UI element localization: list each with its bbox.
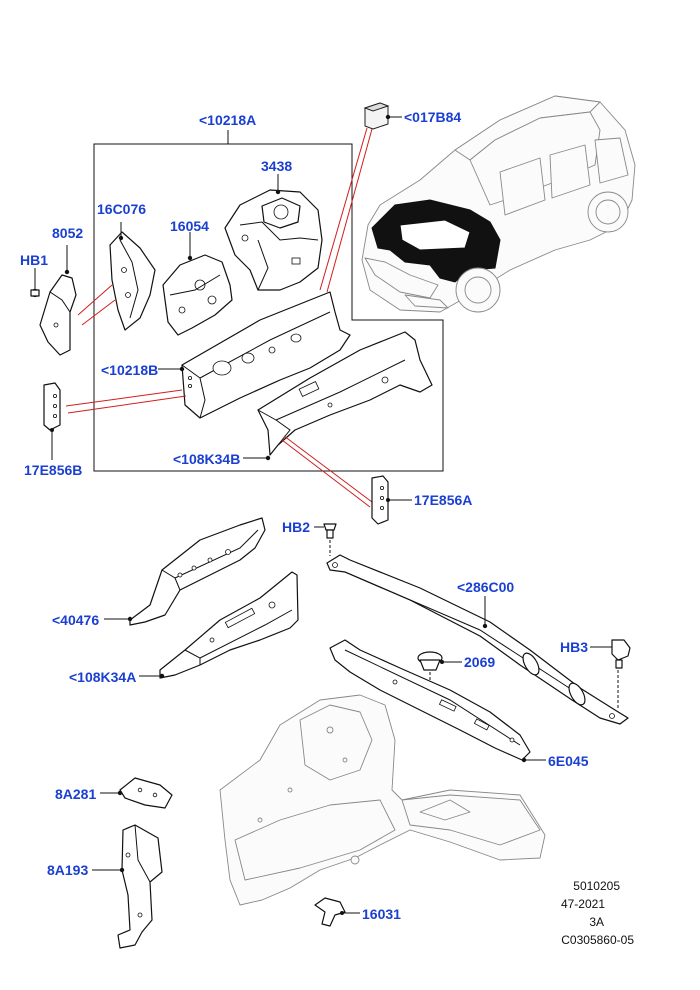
callout-HB3[interactable]: HB3 bbox=[560, 639, 589, 655]
reference-date: 47-2021 bbox=[560, 897, 605, 911]
part-108K34B[interactable] bbox=[257, 331, 433, 456]
reference-number: 5010205 bbox=[573, 879, 620, 893]
callout-10218A[interactable]: <10218A bbox=[199, 112, 257, 128]
part-017B84[interactable] bbox=[363, 102, 390, 130]
bolt-HB2[interactable] bbox=[323, 523, 337, 539]
part-8A281[interactable] bbox=[119, 777, 173, 809]
callout-10218B[interactable]: <10218B bbox=[101, 362, 159, 378]
part-16054[interactable] bbox=[162, 254, 233, 336]
part-17E856A[interactable] bbox=[371, 475, 389, 525]
part-2069[interactable] bbox=[417, 651, 443, 671]
callout-16054[interactable]: 16054 bbox=[170, 218, 209, 234]
part-108K34A[interactable] bbox=[159, 571, 299, 679]
callout-8A193[interactable]: 8A193 bbox=[47, 862, 89, 878]
group-frame-10218A bbox=[93, 143, 444, 472]
part-17E856B[interactable] bbox=[43, 382, 61, 431]
callout-108K34B[interactable]: <108K34B bbox=[173, 451, 241, 467]
bolt-HB1[interactable] bbox=[30, 288, 40, 298]
callout-16C076[interactable]: 16C076 bbox=[97, 201, 147, 217]
callout-2069[interactable]: 2069 bbox=[464, 654, 496, 670]
callout-286C00[interactable]: <286C00 bbox=[457, 579, 515, 595]
callout-017B84[interactable]: <017B84 bbox=[404, 109, 462, 125]
part-16031[interactable] bbox=[314, 897, 346, 927]
callout-8052[interactable]: 8052 bbox=[52, 225, 84, 241]
callout-8A281[interactable]: 8A281 bbox=[55, 786, 97, 802]
callout-108K34A[interactable]: <108K34A bbox=[69, 669, 137, 685]
part-8A193[interactable] bbox=[117, 824, 163, 949]
part-286C00[interactable] bbox=[326, 554, 629, 725]
callout-3438[interactable]: 3438 bbox=[261, 158, 293, 174]
callout-16031[interactable]: 16031 bbox=[362, 906, 401, 922]
vehicle-illustration bbox=[361, 95, 636, 313]
part-6E045[interactable] bbox=[329, 639, 531, 761]
callout-HB1[interactable]: HB1 bbox=[20, 252, 49, 268]
part-40476[interactable] bbox=[129, 517, 266, 626]
reference-illustration-id: C0305860-05 bbox=[561, 933, 634, 947]
part-16C076[interactable] bbox=[109, 231, 156, 331]
callout-17E856B[interactable]: 17E856B bbox=[24, 462, 83, 478]
reference-section: 3A bbox=[589, 915, 604, 929]
part-8052[interactable] bbox=[39, 274, 77, 356]
callout-40476[interactable]: <40476 bbox=[52, 612, 100, 628]
part-10218B[interactable] bbox=[181, 291, 351, 419]
bolt-HB3[interactable] bbox=[611, 639, 631, 669]
callout-HB2[interactable]: HB2 bbox=[282, 519, 311, 535]
body-shell-illustration bbox=[219, 694, 546, 906]
part-3438[interactable] bbox=[224, 189, 323, 291]
callout-17E856A[interactable]: 17E856A bbox=[414, 492, 473, 508]
callout-6E045[interactable]: 6E045 bbox=[548, 753, 589, 769]
